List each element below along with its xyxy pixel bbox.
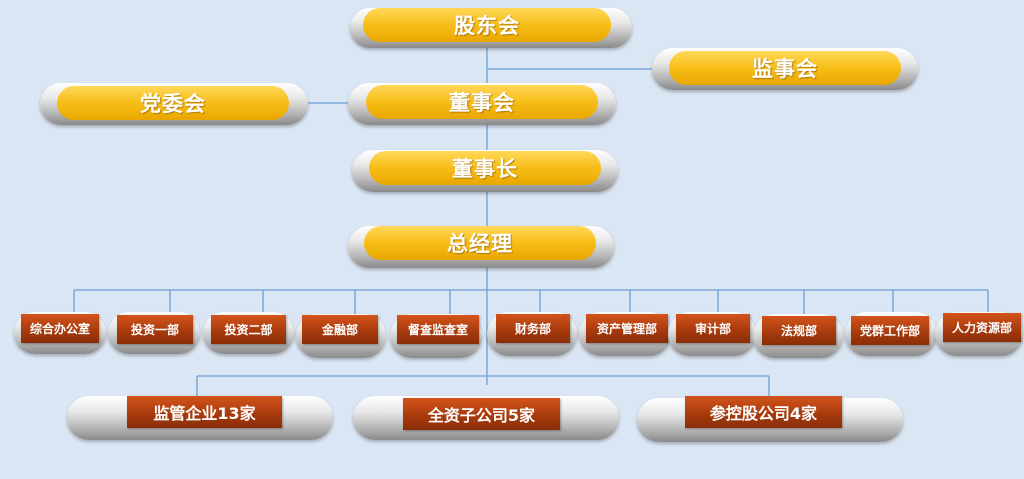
dept-label: 督查监查室 xyxy=(397,315,479,344)
dept-label: 资产管理部 xyxy=(586,314,668,343)
node-shareholders-label: 股东会 xyxy=(363,8,611,42)
subsidiary-label: 监管企业13家 xyxy=(127,396,282,428)
dept-label: 金融部 xyxy=(302,315,378,344)
node-board-label: 董事会 xyxy=(366,85,598,119)
subsidiary-label: 参控股公司4家 xyxy=(685,396,842,428)
dept-label: 党群工作部 xyxy=(851,316,929,345)
dept-label: 人力资源部 xyxy=(943,313,1021,342)
node-supervisors-label: 监事会 xyxy=(669,51,901,85)
node-party-committee-label: 党委会 xyxy=(57,86,289,120)
dept-label: 综合办公室 xyxy=(21,314,99,343)
dept-label: 财务部 xyxy=(496,314,570,343)
dept-label: 法规部 xyxy=(762,316,836,345)
subsidiary-label: 全资子公司5家 xyxy=(403,398,560,430)
dept-label: 投资二部 xyxy=(211,315,286,344)
dept-label: 投资一部 xyxy=(117,315,193,344)
dept-label: 审计部 xyxy=(676,314,750,343)
node-general-manager-label: 总经理 xyxy=(364,226,596,260)
node-chairman-label: 董事长 xyxy=(369,151,601,185)
